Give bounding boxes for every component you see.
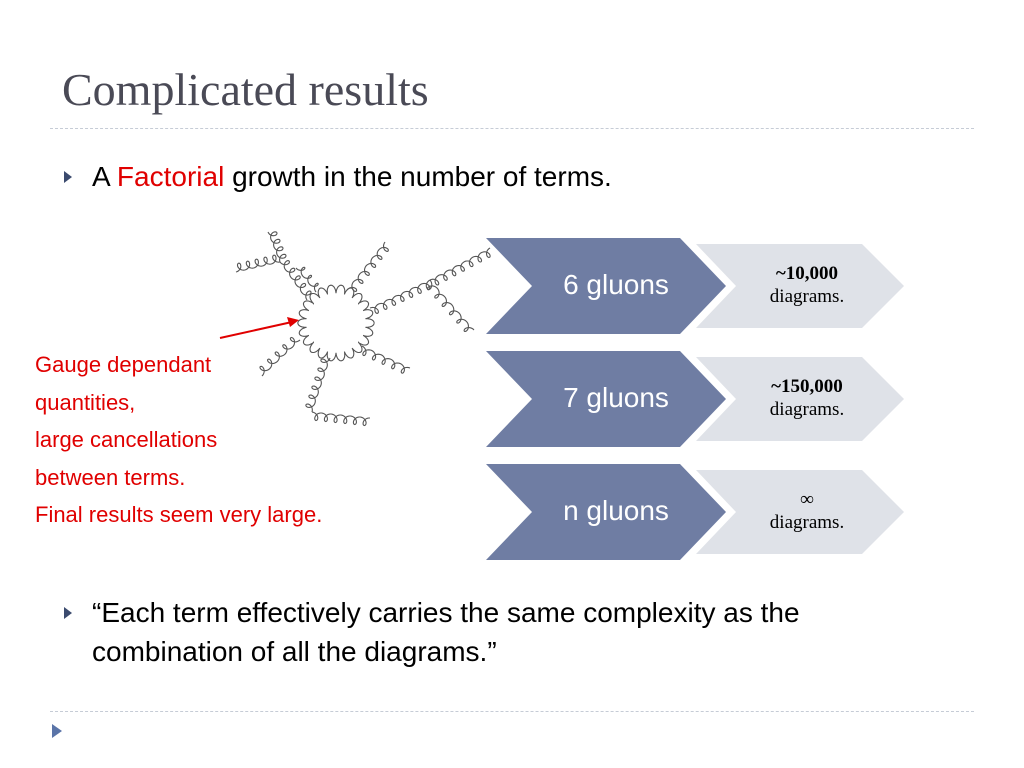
annotation-line: between terms.: [35, 464, 186, 490]
gluon-coil: [369, 279, 431, 314]
bullet-prefix: A: [92, 161, 117, 192]
annotation-line: Gauge dependant: [35, 352, 212, 377]
chevron-shape: [486, 238, 726, 334]
gluon-coil: [235, 254, 281, 273]
row-n-count: ∞: [800, 489, 814, 510]
gluon-coil: [426, 279, 475, 332]
row-n-unit: diagrams.: [769, 512, 845, 533]
gluon-coil: [346, 241, 389, 292]
footer-divider: [50, 711, 974, 712]
bullet-factorial: A Factorial growth in the number of term…: [92, 158, 612, 196]
gluon-coil: [259, 336, 301, 377]
result-box-shape: [696, 470, 904, 554]
gluon-coil: [311, 411, 370, 427]
bullet-quote-line2: combination of all the diagrams.”: [92, 636, 497, 667]
factorial-highlight: Factorial: [116, 161, 225, 192]
gluon-loop-diagram: [235, 231, 491, 427]
bullet-quote-line1: “Each term effectively carries the same …: [92, 597, 800, 628]
bullet-suffix: growth in the number of terms.: [224, 161, 612, 192]
gluon-coil: [429, 247, 491, 286]
gluon-coil: [279, 260, 312, 301]
next-slide-icon[interactable]: [52, 724, 62, 738]
row-7-unit: diagrams.: [769, 399, 845, 420]
chevron-shape: [486, 464, 726, 560]
row-n-label: n gluons: [563, 495, 669, 526]
slide-title: Complicated results: [62, 64, 429, 115]
triangle-bullet-icon: [64, 607, 72, 619]
row-7-label: 7 gluons: [563, 382, 669, 413]
row-7-count: ~150,000: [771, 376, 843, 397]
annotation-line: quantities,: [35, 389, 136, 415]
result-box-shape: [696, 244, 904, 328]
row-6-count: ~10,000: [775, 263, 839, 284]
gauge-annotation: Gauge dependant quantities, large cancel…: [35, 346, 322, 534]
gluon-coil: [361, 345, 411, 374]
annotation-line: large cancellations: [35, 427, 218, 452]
chevron-shape: [486, 351, 726, 447]
row-n-result: ∞diagrams.: [732, 488, 882, 534]
row-6-unit: diagrams.: [769, 286, 845, 307]
triangle-bullet-icon: [64, 171, 72, 183]
gluon-chevron-rows: [486, 238, 904, 560]
gluon-coil: [267, 231, 287, 263]
annotation-line: Final results seem very large.: [35, 502, 323, 527]
row-6-label: 6 gluons: [563, 269, 669, 300]
result-box-shape: [696, 357, 904, 441]
gluon-loop: [297, 284, 375, 362]
gluon-coil: [295, 266, 319, 293]
gluon-coil: [305, 357, 331, 413]
red-arrow-icon: [219, 317, 299, 339]
title-divider: [50, 128, 974, 129]
